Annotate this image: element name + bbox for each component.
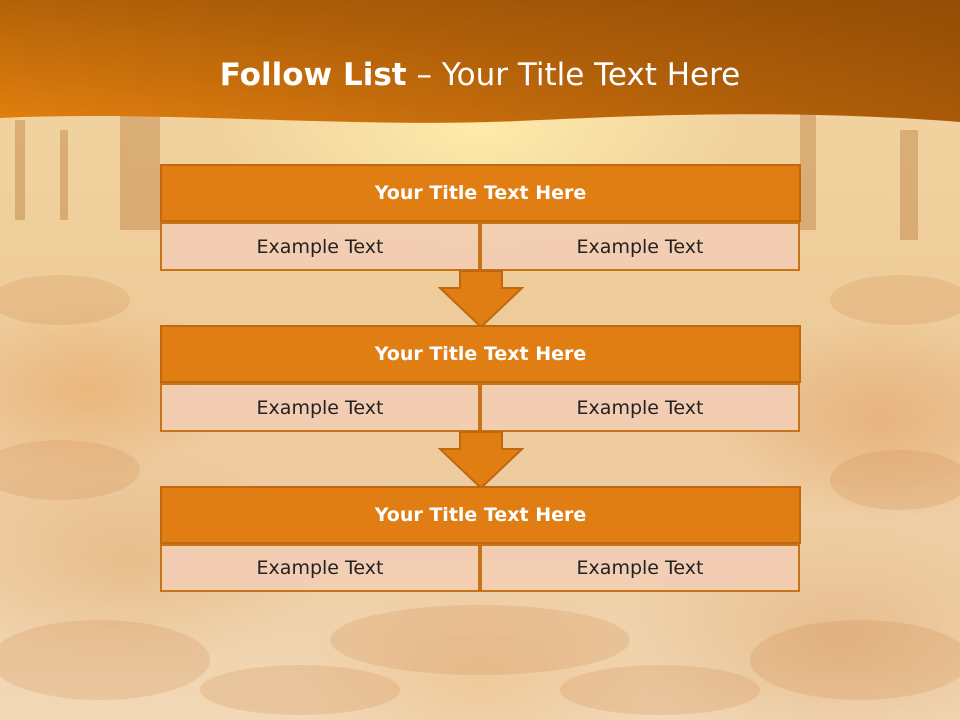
header-banner: Follow List – Your Title Text Here [0, 0, 960, 140]
step-cell-left: Example Text [160, 222, 480, 271]
step-cell-right: Example Text [480, 544, 800, 592]
flow-step-3: Your Title Text Here Example Text Exampl… [160, 486, 801, 592]
flow-step-1: Your Title Text Here Example Text Exampl… [160, 164, 801, 272]
slide-title: Follow List – Your Title Text Here [0, 52, 960, 98]
title-bold: Follow List [219, 57, 407, 93]
down-arrow-icon [438, 431, 524, 489]
step-cell-left: Example Text [160, 383, 480, 432]
step-cell-right: Example Text [480, 222, 800, 271]
step-title: Your Title Text Here [160, 486, 801, 544]
step-title: Your Title Text Here [160, 164, 801, 222]
step-title: Your Title Text Here [160, 325, 801, 383]
title-rest: – Your Title Text Here [406, 57, 741, 93]
step-cell-left: Example Text [160, 544, 480, 592]
step-cell-right: Example Text [480, 383, 800, 432]
down-arrow-icon [438, 270, 524, 328]
flow-step-2: Your Title Text Here Example Text Exampl… [160, 325, 801, 433]
